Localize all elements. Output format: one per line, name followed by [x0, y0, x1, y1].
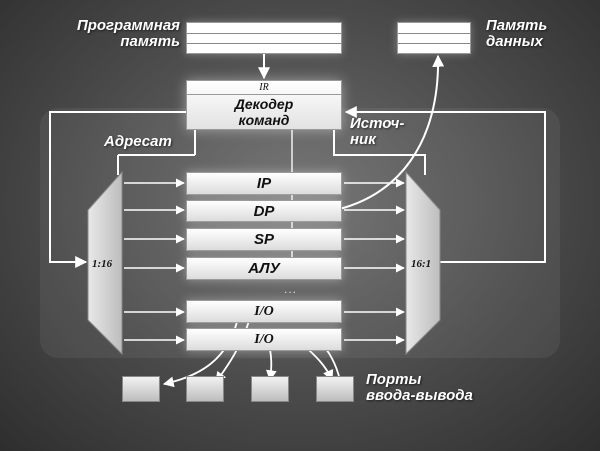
- instruction-decoder: IR Декодер команд: [186, 80, 342, 130]
- io-port-3: [251, 376, 289, 402]
- data-memory-link: [324, 54, 445, 213]
- destination-label: Адресат: [104, 133, 172, 150]
- register-sp: SP: [186, 228, 342, 251]
- program-memory-label: Программная память: [76, 17, 180, 50]
- register-ellipsis: ...: [284, 282, 298, 296]
- left-demultiplexer: [87, 170, 123, 356]
- source-bus: [344, 106, 546, 263]
- io-port-1: [122, 376, 160, 402]
- data-memory-label: Память данных: [486, 17, 548, 50]
- register-arrows: [124, 178, 405, 345]
- program-memory: [186, 22, 342, 54]
- register-ip: IP: [186, 172, 342, 195]
- io-ports-label: Порты ввода-вывода: [366, 371, 473, 404]
- destination-bus: [49, 111, 186, 268]
- io-port-2: [186, 376, 224, 402]
- register-dp: DP: [186, 200, 342, 222]
- register-io-1: I/O: [186, 300, 342, 323]
- register-alu: АЛУ: [186, 257, 342, 280]
- instruction-register-label: IR: [187, 81, 341, 95]
- right-multiplexer: [405, 170, 441, 356]
- demultiplexer-label: 1:16: [92, 258, 113, 270]
- multiplexer-label: 16:1: [411, 258, 432, 270]
- io-port-4: [316, 376, 354, 402]
- source-label: Источ- ник: [350, 115, 405, 148]
- data-memory: [397, 22, 471, 54]
- register-io-2: I/O: [186, 328, 342, 351]
- decoder-title: Декодер команд: [234, 96, 294, 128]
